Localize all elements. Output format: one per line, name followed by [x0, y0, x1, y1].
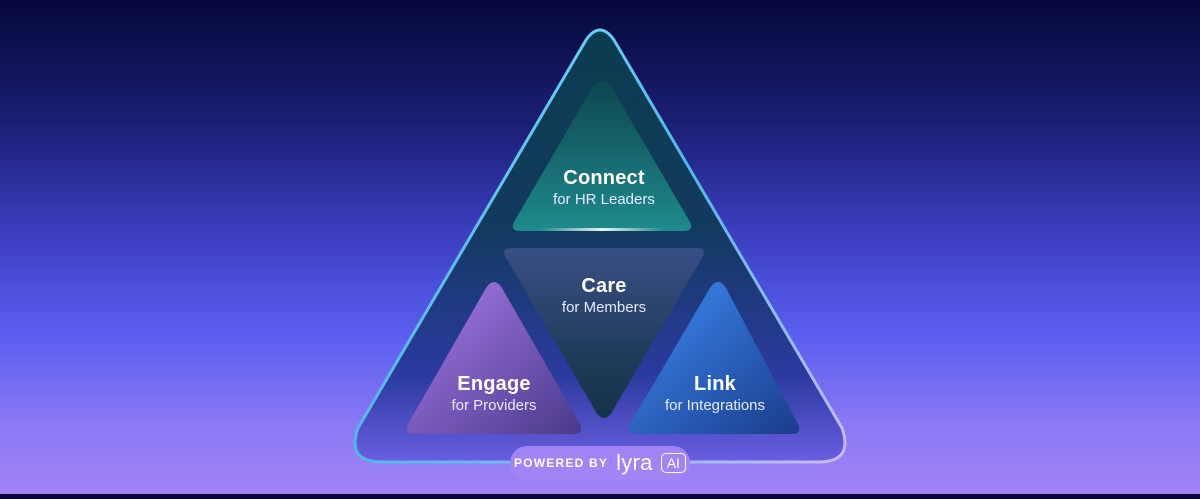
connect-subtitle: for HR Leaders [553, 191, 655, 208]
footer-backdrop [510, 446, 690, 480]
engage-title: Engage [457, 373, 531, 395]
link-label: Link for Integrations [665, 372, 765, 416]
care-segment [504, 248, 704, 418]
connect-glow [540, 228, 664, 231]
link-title: Link [694, 373, 736, 395]
care-label: Care for Members [562, 274, 646, 318]
care-subtitle: for Members [561, 299, 647, 316]
link-segment [628, 282, 800, 434]
powered-by-text: POWERED BY [514, 456, 609, 470]
ai-badge: AI [660, 453, 686, 473]
connect-label: Connect for HR Leaders [553, 166, 655, 210]
powered-by-footer: POWERED BY lyra AI [514, 452, 686, 474]
link-subtitle: for Integrations [664, 397, 766, 414]
engage-segment [406, 282, 582, 434]
care-title: Care [581, 275, 627, 297]
lyra-logo: lyra [616, 450, 653, 475]
connect-title: Connect [563, 167, 645, 189]
engage-subtitle: for Providers [451, 397, 537, 414]
engage-label: Engage for Providers [451, 372, 536, 416]
connect-segment [512, 81, 692, 231]
